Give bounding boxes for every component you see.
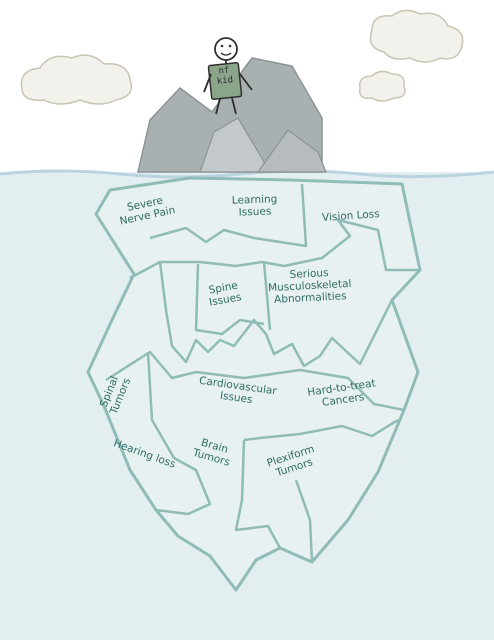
mascot-eye-right: [228, 44, 232, 48]
mascot-eye-left: [220, 44, 224, 48]
iceberg-body: [86, 176, 422, 592]
mascot-arm-right: [239, 73, 253, 91]
iceberg-cracks: [105, 183, 420, 563]
mascot-body-sign: [207, 61, 243, 101]
mountain-back: [137, 57, 323, 173]
water-surface-line: [0, 169, 494, 179]
mascot-leg-right: [231, 97, 237, 115]
mountain-front-left: [199, 117, 272, 173]
cloud-left: [20, 54, 133, 105]
label-musculoskeletal: Serious Musculoskeletal Abnormalities: [267, 267, 352, 306]
mascot-figure: [203, 37, 253, 115]
mascot-badge: nf kid: [211, 65, 240, 98]
cloud-right-small: [359, 70, 406, 102]
mascot-leg-left: [215, 97, 221, 115]
mascot-badge-line2: kid: [216, 75, 234, 87]
mascot-smile: [220, 52, 232, 56]
mascot-arm-left: [203, 73, 212, 93]
label-learning-issues: Learning Issues: [231, 193, 278, 219]
mountain-front-right: [256, 129, 327, 173]
cloud-right-top: [369, 9, 464, 63]
mascot-head: [214, 37, 238, 61]
